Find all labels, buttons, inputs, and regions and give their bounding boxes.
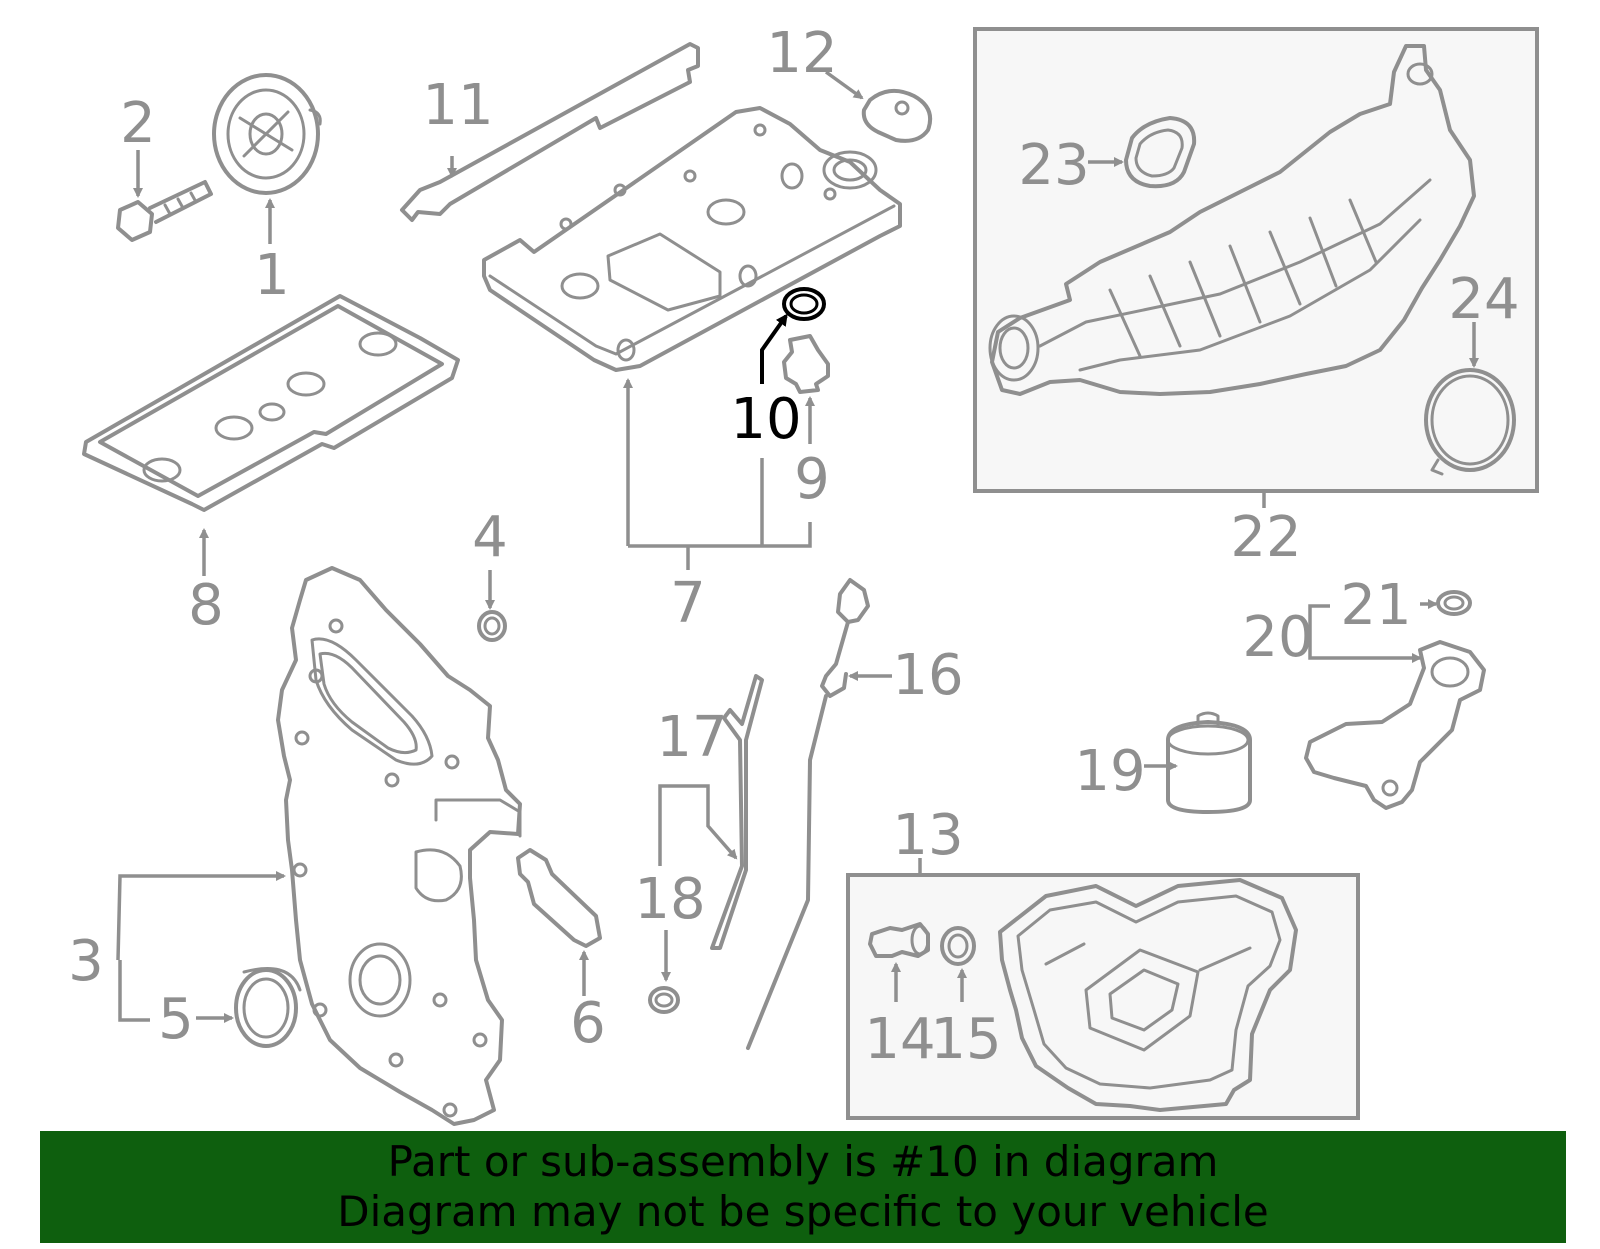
dipstick-tube-drawing xyxy=(710,674,764,950)
callout-11[interactable]: 11 xyxy=(422,73,493,138)
gasket-holes-drawing xyxy=(142,331,398,483)
callout-15[interactable]: 15 xyxy=(930,1007,1001,1072)
callout-13[interactable]: 13 xyxy=(892,803,963,868)
valve-cover-gasket-drawing xyxy=(82,294,460,512)
crank-seal-drawing xyxy=(234,967,302,1048)
oil-pan-box xyxy=(846,873,1360,1120)
bolt-drawing xyxy=(116,180,213,242)
callout-10[interactable]: 10 xyxy=(730,387,801,452)
o-ring-4-drawing xyxy=(477,610,507,642)
callout-16[interactable]: 16 xyxy=(892,643,963,708)
drain-plug-drawing xyxy=(868,922,930,958)
banner-line-1: Part or sub-assembly is #10 in diagram xyxy=(387,1137,1219,1186)
washer-21-drawing xyxy=(1436,590,1472,616)
leader-lines xyxy=(116,70,1479,1023)
callout-24[interactable]: 24 xyxy=(1448,267,1519,332)
timing-cover-drawing xyxy=(276,566,522,1126)
intake-manifold-drawing xyxy=(988,44,1476,396)
washer-15-drawing xyxy=(940,926,976,966)
callout-18[interactable]: 18 xyxy=(634,867,705,932)
seal-10-drawing xyxy=(782,287,826,321)
callout-12[interactable]: 12 xyxy=(766,21,837,86)
fitting-drawing xyxy=(782,334,830,394)
banner-line-2: Diagram may not be specific to your vehi… xyxy=(337,1187,1269,1236)
info-banner: Part or sub-assembly is #10 in diagram D… xyxy=(40,1131,1566,1243)
gasket-23-drawing xyxy=(1124,116,1197,189)
callout-17[interactable]: 17 xyxy=(656,705,727,770)
oil-filter-drawing xyxy=(1166,711,1252,814)
bracket-drawing xyxy=(516,848,602,948)
callout-5[interactable]: 5 xyxy=(158,987,194,1052)
callout-2[interactable]: 2 xyxy=(120,91,156,156)
callout-19[interactable]: 19 xyxy=(1074,739,1145,804)
oil-pan-drawing xyxy=(998,878,1298,1112)
intake-manifold-box xyxy=(973,27,1539,493)
callout-4[interactable]: 4 xyxy=(472,505,508,570)
callout-7[interactable]: 7 xyxy=(670,571,706,636)
callout-23[interactable]: 23 xyxy=(1018,133,1089,198)
o-ring-18-drawing xyxy=(648,986,680,1014)
callout-numbers: 1 2 3 4 5 6 7 8 9 10 11 12 13 14 15 16 1… xyxy=(68,21,1519,1072)
gasket-24-drawing xyxy=(1424,368,1516,476)
callout-20[interactable]: 20 xyxy=(1242,605,1313,670)
dipstick-drawing xyxy=(746,578,870,1050)
heat-shield-drawing xyxy=(400,42,700,222)
callout-1[interactable]: 1 xyxy=(254,243,290,308)
valve-cover-drawing xyxy=(482,106,902,372)
crank-pulley-drawing xyxy=(212,73,322,195)
callout-9[interactable]: 9 xyxy=(794,447,830,512)
filter-housing-drawing xyxy=(1304,640,1486,810)
cap-drawing xyxy=(861,88,933,143)
callout-21[interactable]: 21 xyxy=(1340,573,1411,638)
callout-22[interactable]: 22 xyxy=(1230,505,1301,570)
callout-3[interactable]: 3 xyxy=(68,929,104,994)
callout-8[interactable]: 8 xyxy=(188,573,224,638)
callout-14[interactable]: 14 xyxy=(864,1007,935,1072)
callout-6[interactable]: 6 xyxy=(570,991,606,1056)
